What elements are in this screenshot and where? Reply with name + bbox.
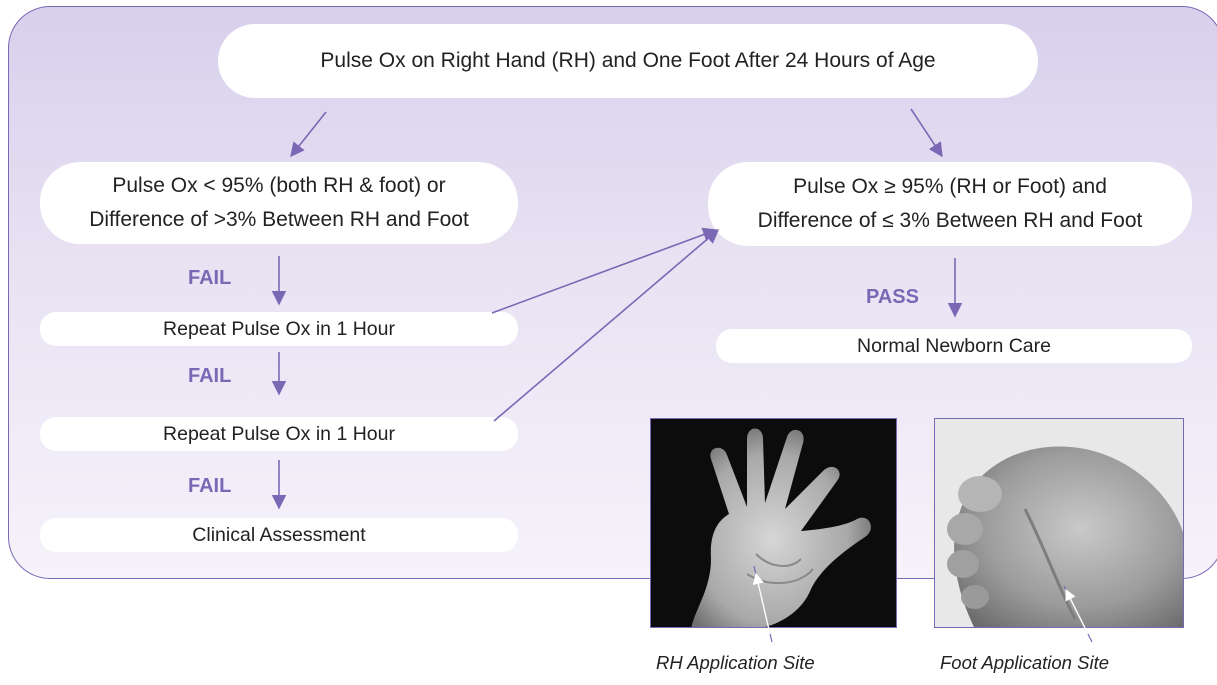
repeat-box-2: Repeat Pulse Ox in 1 Hour (40, 417, 518, 451)
hand-illustration (691, 428, 871, 627)
start-box: Pulse Ox on Right Hand (RH) and One Foot… (218, 24, 1038, 98)
clinical-text: Clinical Assessment (192, 523, 366, 546)
fail-label-3: FAIL (188, 475, 232, 497)
fail-label-1: FAIL (188, 267, 232, 289)
start-text: Pulse Ox on Right Hand (RH) and One Foot… (320, 49, 936, 72)
pass-label: PASS (866, 286, 919, 308)
normal-care-box: Normal Newborn Care (716, 329, 1192, 363)
repeat-1-text: Repeat Pulse Ox in 1 Hour (163, 317, 395, 340)
hand-caption: RH Application Site (656, 652, 815, 673)
repeat-box-1: Repeat Pulse Ox in 1 Hour (40, 312, 518, 346)
repeat-2-text: Repeat Pulse Ox in 1 Hour (163, 422, 395, 445)
normal-care-text: Normal Newborn Care (857, 334, 1051, 357)
pass-condition-line1: Pulse Ox ≥ 95% (RH or Foot) and (793, 175, 1107, 198)
fail-condition-line1: Pulse Ox < 95% (both RH & foot) or (112, 174, 446, 197)
foot-illustration (935, 419, 1183, 627)
foot-caption: Foot Application Site (940, 652, 1109, 673)
pass-condition-line2: Difference of ≤ 3% Between RH and Foot (757, 209, 1143, 232)
fail-label-2: FAIL (188, 365, 232, 387)
fail-condition-box: Pulse Ox < 95% (both RH & foot) or Diffe… (40, 162, 518, 244)
clinical-assessment-box: Clinical Assessment (40, 518, 518, 552)
pass-condition-box: Pulse Ox ≥ 95% (RH or Foot) and Differen… (708, 162, 1192, 246)
hand-photo (650, 418, 897, 628)
fail-condition-line2: Difference of >3% Between RH and Foot (89, 208, 469, 231)
foot-photo (934, 418, 1184, 628)
